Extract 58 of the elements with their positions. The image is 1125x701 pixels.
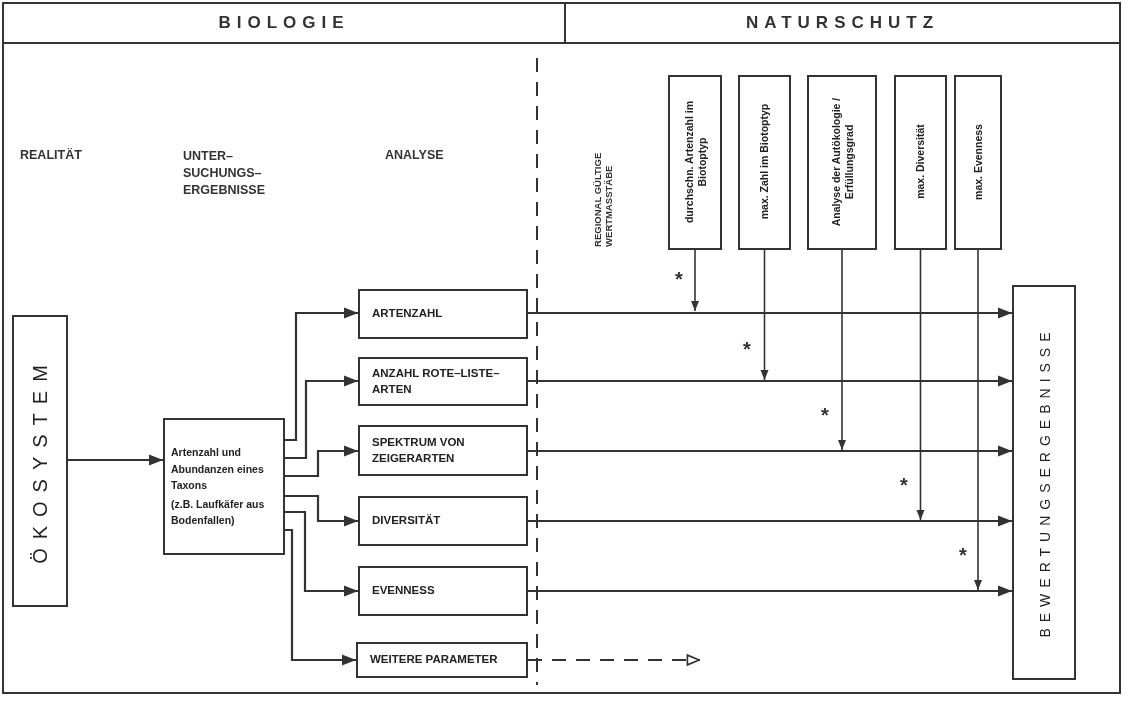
result-box [1012, 285, 1076, 680]
column-heading: UNTER– SUCHUNGS– ERGEBNISSE [183, 148, 266, 199]
standard-box [894, 75, 947, 250]
connector-arrow [528, 445, 1012, 457]
standard-box [954, 75, 1002, 250]
node-label: max. Zahl im Biotoptyp [757, 103, 771, 220]
connector-arrow [285, 445, 358, 478]
arrow [974, 249, 982, 591]
connector-arrow [528, 515, 1012, 527]
asterisk-mark: * [675, 268, 683, 291]
node-label: ANZAHL ROTE–LISTE–ARTEN [372, 366, 501, 397]
connector-arrow [528, 375, 1012, 387]
header-title: BIOLOGIE [218, 13, 350, 33]
standard-box [738, 75, 791, 250]
arrow [838, 249, 846, 451]
node-label: (z.B. Laufkäfer aus Bodenfallen) [171, 497, 266, 529]
arrow [760, 249, 769, 381]
node-label: DIVERSITÄT [372, 513, 442, 529]
analysis-box [358, 357, 528, 406]
analysis-box [358, 496, 528, 546]
node-label: BEWERTUNGSERGEBNISSE [1034, 325, 1053, 638]
column-heading: REGIONAL GÜLTIGE WERTMASSTÄBE [591, 151, 615, 247]
connector-arrow [285, 375, 358, 460]
analysis-box [358, 566, 528, 616]
connector-arrow [285, 510, 358, 597]
connector-arrow [285, 528, 356, 666]
node-label: max. Diversität [913, 124, 927, 199]
standard-box [668, 75, 722, 250]
connector-arrow [285, 494, 358, 527]
node-label: EVENNESS [372, 583, 436, 599]
connector-arrow [285, 307, 358, 442]
node-label: SPEKTRUM VON ZEIGERARTEN [372, 435, 466, 466]
node-label: WEITERE PARAMETER [370, 652, 499, 668]
arrow [916, 249, 925, 521]
system-box [12, 315, 68, 607]
standard-box [807, 75, 877, 250]
node-label: Analyse der Autökologie / Erfüllungsgrad [828, 96, 856, 228]
node-label: max. Evenness [971, 123, 985, 200]
connector-arrow [527, 654, 701, 666]
connector-arrow [528, 585, 1012, 597]
connector-arrow [68, 454, 163, 466]
column-heading: ANALYSE [385, 148, 445, 162]
node-label: ÖKOSYSTEM [27, 356, 52, 564]
connector-arrow [528, 307, 1012, 319]
arrow [691, 249, 699, 312]
node-label: Artenzahl und Abundanzen eines Taxons [171, 445, 265, 493]
analysis-box [358, 289, 528, 339]
node-label: ARTENZAHL [372, 306, 444, 322]
analysis-box [358, 425, 528, 476]
asterisk-mark: * [900, 474, 908, 497]
node-label: durchschn. Artenzahl im Biotoptyp [681, 99, 709, 225]
asterisk-mark: * [743, 338, 751, 361]
header-title: NATURSCHUTZ [745, 13, 940, 33]
analysis-box [356, 642, 528, 678]
column-heading: REALITÄT [20, 148, 83, 162]
data-box [163, 418, 285, 555]
asterisk-mark: * [959, 544, 967, 567]
asterisk-mark: * [821, 404, 829, 427]
